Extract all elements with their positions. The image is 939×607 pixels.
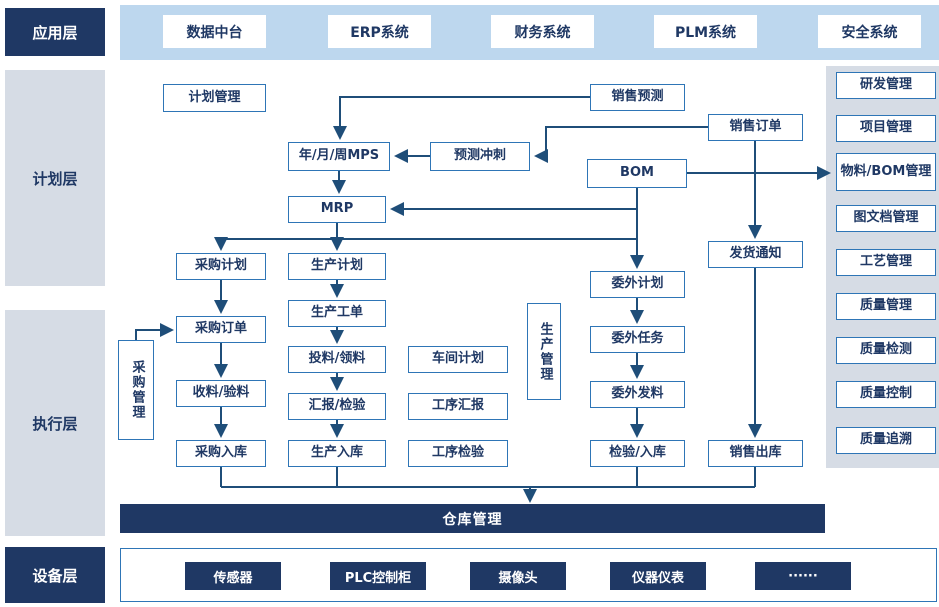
module-material-bom-management: 物料/BOM管理 bbox=[836, 153, 936, 191]
module-document-management: 图文档管理 bbox=[836, 205, 936, 232]
system-security: 安全系统 bbox=[818, 15, 921, 48]
system-data-platform: 数据中台 bbox=[163, 15, 266, 48]
device-ellipsis: ······ bbox=[755, 562, 851, 590]
module-project-management: 项目管理 bbox=[836, 115, 936, 142]
node-production-management: 生产管理 bbox=[527, 303, 561, 400]
node-purchase-inbound: 采购入库 bbox=[176, 440, 266, 467]
module-process-management: 工艺管理 bbox=[836, 249, 936, 276]
system-finance: 财务系统 bbox=[491, 15, 594, 48]
node-inspection-inbound: 检验/入库 bbox=[590, 440, 685, 467]
module-quality-control: 质量控制 bbox=[836, 381, 936, 408]
node-report-inspection: 汇报/检验 bbox=[288, 393, 386, 420]
module-quality-management: 质量管理 bbox=[836, 293, 936, 320]
node-production-order: 生产工单 bbox=[288, 300, 386, 327]
node-forecast-offset: 预测冲刺 bbox=[430, 142, 530, 171]
node-purchase-order: 采购订单 bbox=[176, 316, 266, 343]
system-erp: ERP系统 bbox=[328, 15, 431, 48]
node-outsource-issue: 委外发料 bbox=[590, 381, 685, 408]
node-purchase-plan: 采购计划 bbox=[176, 253, 266, 280]
node-sales-order: 销售订单 bbox=[708, 114, 803, 141]
module-rnd-management: 研发管理 bbox=[836, 72, 936, 99]
warehouse-management-bar: 仓库管理 bbox=[120, 504, 825, 533]
node-outsource-plan: 委外计划 bbox=[590, 271, 685, 298]
node-purchase-management: 采购管理 bbox=[118, 340, 154, 440]
node-process-report: 工序汇报 bbox=[408, 393, 508, 420]
layer-label-device: 设备层 bbox=[5, 547, 105, 603]
node-mps: 年/月/周MPS bbox=[288, 142, 390, 171]
node-material-feeding: 投料/领料 bbox=[288, 346, 386, 373]
node-process-inspection: 工序检验 bbox=[408, 440, 508, 467]
device-plc-cabinet: PLC控制柜 bbox=[330, 562, 426, 590]
layer-label-execution: 执行层 bbox=[5, 310, 105, 536]
layer-label-planning: 计划层 bbox=[5, 70, 105, 286]
device-instruments: 仪器仪表 bbox=[610, 562, 706, 590]
node-outsource-task: 委外任务 bbox=[590, 326, 685, 353]
node-workshop-plan: 车间计划 bbox=[408, 346, 508, 373]
device-sensor: 传感器 bbox=[185, 562, 281, 590]
system-plm: PLM系统 bbox=[654, 15, 757, 48]
module-quality-traceability: 质量追溯 bbox=[836, 427, 936, 454]
device-camera: 摄像头 bbox=[470, 562, 566, 590]
node-sales-outbound: 销售出库 bbox=[708, 440, 803, 467]
node-delivery-notice: 发货通知 bbox=[708, 241, 803, 268]
node-mrp: MRP bbox=[288, 196, 386, 223]
node-plan-management: 计划管理 bbox=[163, 84, 266, 112]
node-sales-forecast: 销售预测 bbox=[590, 84, 685, 111]
module-quality-inspection: 质量检测 bbox=[836, 337, 936, 364]
layer-label-application: 应用层 bbox=[5, 8, 105, 56]
node-production-inbound: 生产入库 bbox=[288, 440, 386, 467]
node-bom: BOM bbox=[587, 159, 687, 188]
node-receiving-inspection: 收料/验料 bbox=[176, 380, 266, 407]
node-production-plan: 生产计划 bbox=[288, 253, 386, 280]
